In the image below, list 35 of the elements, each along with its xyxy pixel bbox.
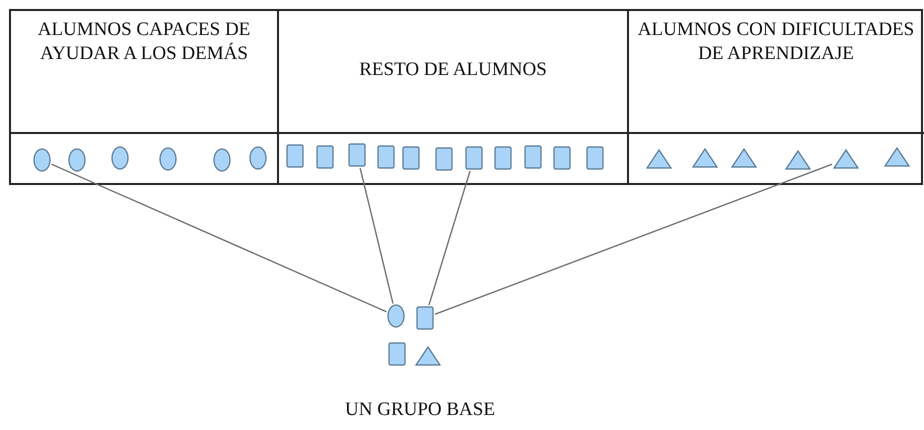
square-token xyxy=(586,146,604,170)
circle-token xyxy=(111,146,129,170)
circle-token xyxy=(159,147,177,171)
square-token xyxy=(435,147,453,171)
connector-line xyxy=(434,164,832,315)
square-token xyxy=(388,342,406,366)
group-caption: UN GRUPO BASE xyxy=(344,398,496,422)
column-header: ALUMNOS CAPACES DE AYUDAR A LOS DEMÁS xyxy=(36,18,252,66)
square-token xyxy=(402,146,420,170)
triangle-token xyxy=(692,148,718,168)
triangle-token xyxy=(785,150,811,170)
connector-line xyxy=(51,164,387,312)
square-token xyxy=(416,306,434,330)
circle-token xyxy=(387,304,405,328)
connector-line xyxy=(360,168,394,304)
square-token xyxy=(553,146,571,170)
square-token xyxy=(377,145,395,169)
square-token xyxy=(286,144,304,168)
square-token xyxy=(348,143,366,167)
triangle-token xyxy=(646,149,672,169)
column-header: ALUMNOS CON DIFICULTADES DE APRENDIZAJE xyxy=(636,18,916,66)
connector-line xyxy=(428,170,471,306)
square-token xyxy=(465,146,483,170)
triangle-token xyxy=(833,149,859,169)
circle-token xyxy=(213,148,231,172)
square-token xyxy=(494,146,512,170)
square-token xyxy=(524,145,542,169)
square-token xyxy=(316,145,334,169)
circle-token xyxy=(33,148,51,172)
circle-token xyxy=(249,146,267,170)
triangle-token xyxy=(884,147,910,167)
column-header: RESTO DE ALUMNOS xyxy=(358,58,548,82)
circle-token xyxy=(68,148,86,172)
triangle-token xyxy=(731,148,757,168)
triangle-token xyxy=(415,346,441,366)
